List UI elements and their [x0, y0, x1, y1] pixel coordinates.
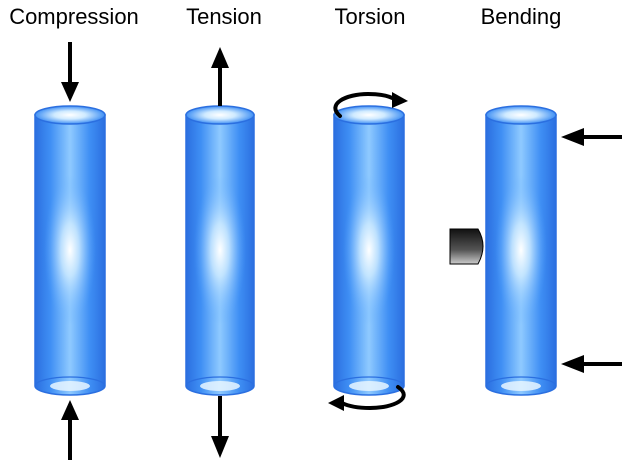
- label-bending: Bending: [481, 4, 562, 29]
- bending-support-block: [449, 228, 484, 265]
- torsion-top-curved-arrow-icon: [333, 91, 408, 118]
- compression-cylinder: [34, 105, 106, 396]
- label-compression: Compression: [9, 4, 139, 29]
- torsion-cylinder: [333, 105, 405, 396]
- label-tension: Tension: [186, 4, 262, 29]
- tension-top-arrow-icon: [211, 47, 229, 106]
- tension-bottom-arrow-icon: [211, 396, 229, 458]
- bending-cylinder: [485, 105, 557, 396]
- compression-top-arrow-icon: [61, 42, 79, 102]
- tension-cylinder: [185, 105, 255, 396]
- compression-bottom-arrow-icon: [61, 400, 79, 460]
- torsion-bottom-curved-arrow-icon: [328, 385, 406, 411]
- bending-top-arrow-icon: [561, 128, 622, 146]
- label-torsion: Torsion: [335, 4, 406, 29]
- bending-bottom-arrow-icon: [561, 355, 622, 373]
